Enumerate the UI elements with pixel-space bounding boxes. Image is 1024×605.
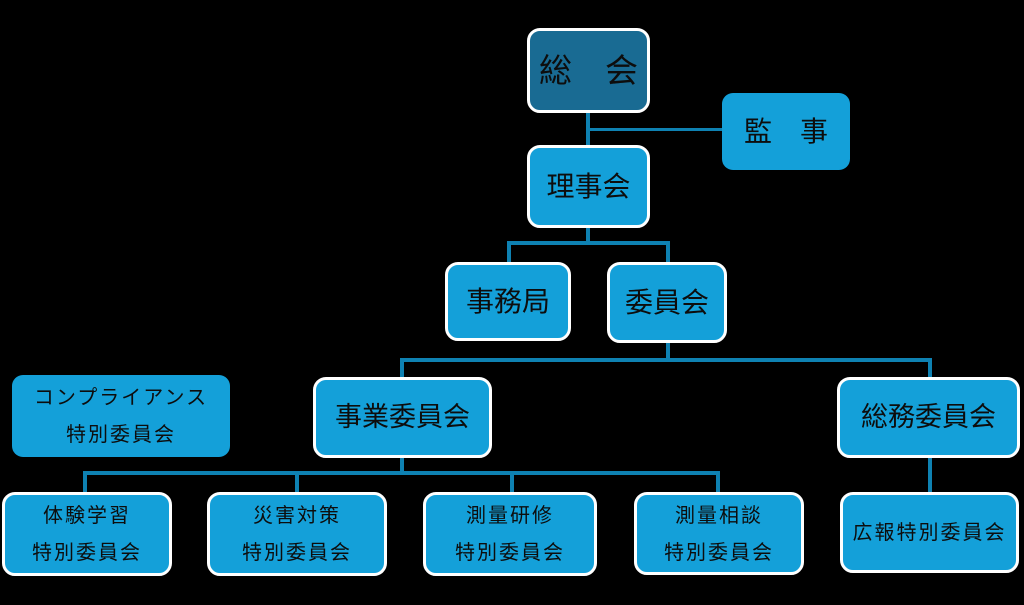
connector-soumu-kouhou bbox=[928, 456, 932, 493]
node-survey-training-special-committee: 測量研修 特別委員会 bbox=[423, 492, 597, 576]
node-label: 総 会 bbox=[539, 50, 638, 90]
node-label: 事務局 bbox=[465, 285, 550, 318]
connector-to-jigyou bbox=[400, 358, 404, 379]
connector-to-kenshuu bbox=[510, 471, 514, 493]
node-general-meeting: 総 会 bbox=[527, 28, 650, 113]
connector-to-jimukyoku bbox=[507, 241, 511, 262]
connector-jigyou-down bbox=[400, 456, 404, 475]
node-label-line2: 特別委員会 bbox=[664, 539, 774, 564]
node-committee: 委員会 bbox=[607, 262, 727, 343]
node-disaster-countermeasures-special-committee: 災害対策 特別委員会 bbox=[207, 492, 387, 576]
node-public-relations-special-committee: 広報特別委員会 bbox=[840, 492, 1019, 573]
node-label-line1: 災害対策 bbox=[253, 503, 341, 527]
node-label-line2: 特別委員会 bbox=[455, 540, 565, 564]
connector-row4-horizontal bbox=[400, 358, 932, 362]
node-label: 理事会 bbox=[546, 170, 631, 203]
node-label: 監 事 bbox=[743, 115, 828, 148]
node-label: 委員会 bbox=[624, 286, 709, 319]
node-label-line2: 特別委員会 bbox=[66, 422, 176, 446]
node-label-line1: 測量研修 bbox=[466, 503, 554, 527]
connector-row5-horizontal bbox=[83, 471, 720, 475]
node-label-line2: 特別委員会 bbox=[242, 540, 352, 564]
connector-to-taiken bbox=[83, 471, 87, 493]
node-label: 事業委員会 bbox=[335, 401, 470, 433]
node-general-affairs-committee: 総務委員会 bbox=[837, 377, 1020, 458]
connector-to-iinkai bbox=[666, 241, 670, 262]
connector-to-saigai bbox=[295, 471, 299, 493]
node-label-line2: 特別委員会 bbox=[32, 540, 142, 564]
node-label: 総務委員会 bbox=[861, 401, 996, 433]
connector-soukai-kanji bbox=[588, 128, 722, 131]
node-label-line1: コンプライアンス bbox=[33, 385, 209, 409]
node-board-of-directors: 理事会 bbox=[527, 145, 650, 228]
connector-iinkai-down bbox=[666, 341, 670, 362]
node-experience-learning-special-committee: 体験学習 特別委員会 bbox=[2, 492, 172, 576]
connector-to-soudan bbox=[716, 471, 720, 493]
connector-to-soumu bbox=[928, 358, 932, 379]
node-label-line1: 体験学習 bbox=[43, 503, 131, 527]
node-label-line1: 測量相談 bbox=[675, 502, 763, 527]
connector-row3-horizontal bbox=[507, 241, 670, 245]
node-auditor: 監 事 bbox=[722, 93, 850, 170]
node-survey-consultation-special-committee: 測量相談 特別委員会 bbox=[634, 492, 804, 575]
node-compliance-special-committee: コンプライアンス 特別委員会 bbox=[12, 375, 230, 457]
node-business-committee: 事業委員会 bbox=[313, 377, 492, 458]
node-secretariat: 事務局 bbox=[445, 262, 571, 341]
connector-rijikai-down bbox=[586, 226, 590, 245]
node-label: 広報特別委員会 bbox=[852, 520, 1007, 544]
